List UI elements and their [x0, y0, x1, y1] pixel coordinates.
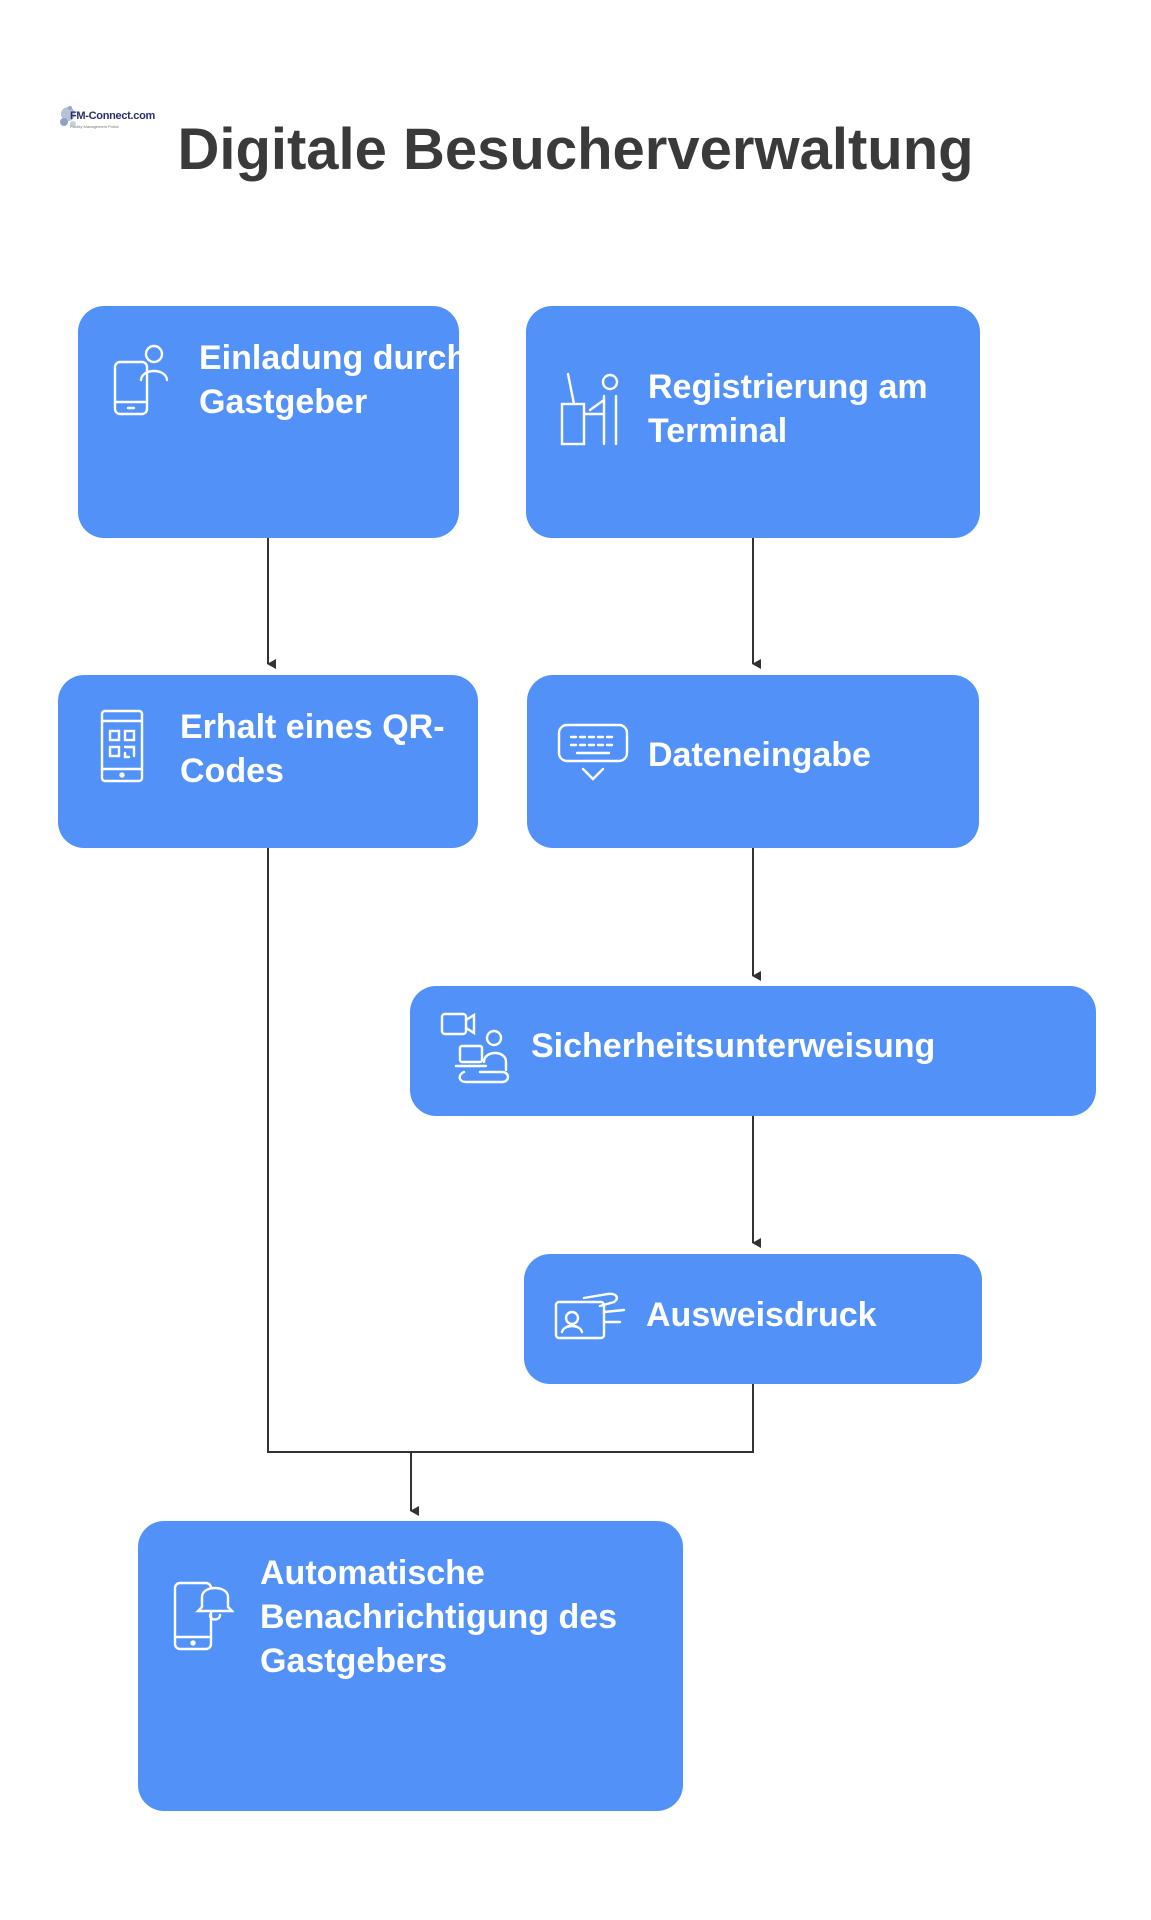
id-card-icon: [554, 1292, 626, 1340]
page-title: Digitale Besucherverwaltung: [177, 117, 974, 182]
connector-qrcode-merge: [267, 848, 411, 1453]
logo-icon: [60, 106, 76, 127]
node-registrierung-line2: Terminal: [648, 412, 788, 450]
node-qrcode-line2: Codes: [180, 752, 284, 790]
node-einladung-line2: Gastgeber: [199, 383, 368, 421]
node-benachrichtigung-line3: Gastgebers: [260, 1642, 448, 1680]
phone-bell-icon: [173, 1581, 234, 1651]
phone-qr-icon: [100, 709, 144, 783]
video-training-icon: [440, 1012, 510, 1084]
node-benachrichtigung-line1: Automatische: [260, 1554, 485, 1592]
node-ausweis: Ausweisdruck: [524, 1254, 982, 1384]
node-registrierung: Registrierung am Terminal: [526, 306, 980, 538]
node-dateneingabe: Dateneingabe: [527, 675, 979, 848]
node-sicherheit: Sicherheitsunterweisung: [410, 986, 1096, 1116]
node-ausweis-line1: Ausweisdruck: [646, 1296, 877, 1334]
terminal-person-icon: [560, 372, 619, 446]
node-einladung-line1: Einladung durch: [199, 339, 459, 377]
node-registrierung-line1: Registrierung am: [648, 368, 928, 406]
node-benachrichtigung-line2: Benachrichtigung des: [260, 1598, 618, 1636]
logo-text: FM-Connect.com: [70, 110, 156, 122]
node-dateneingabe-line1: Dateneingabe: [648, 736, 871, 774]
node-benachrichtigung: Automatische Benachrichtigung des Gastge…: [138, 1521, 683, 1811]
node-qrcode-line1: Erhalt eines QR-: [180, 708, 445, 746]
logo-subtitle: Facility Management Portal: [70, 124, 119, 129]
phone-person-icon: [113, 344, 169, 416]
node-qrcode: Erhalt eines QR- Codes: [58, 675, 478, 848]
keyboard-icon: [557, 723, 629, 781]
connector-ausweis-merge: [411, 1384, 754, 1453]
node-einladung: Einladung durch Gastgeber: [78, 306, 459, 538]
node-sicherheit-line1: Sicherheitsunterweisung: [531, 1027, 936, 1065]
